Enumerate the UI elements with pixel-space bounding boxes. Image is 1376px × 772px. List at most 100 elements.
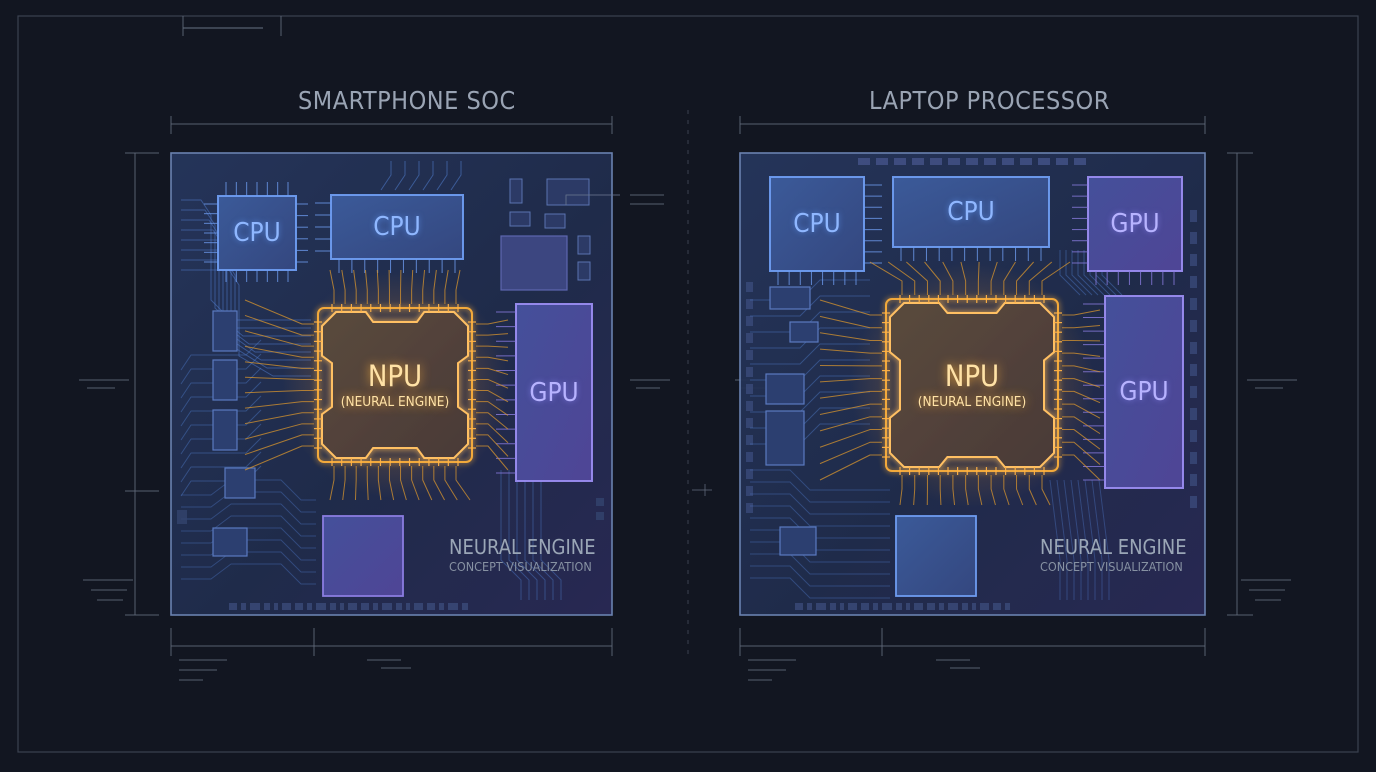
cpu-block-2 <box>893 177 1049 247</box>
edge-pad <box>1190 254 1197 266</box>
npu-die <box>890 303 1054 467</box>
edge-pad <box>914 603 923 610</box>
misc-block <box>225 468 255 498</box>
edge-pad <box>348 603 357 610</box>
edge-pad <box>1190 276 1197 288</box>
edge-pad <box>912 158 924 165</box>
panel-title-laptop: LAPTOP PROCESSOR <box>869 86 1110 115</box>
edge-pad <box>330 603 336 610</box>
edge-pad <box>840 603 844 610</box>
misc-block <box>547 179 589 205</box>
gpu-block-1 <box>1088 177 1182 271</box>
edge-pad <box>427 603 435 610</box>
edge-pad <box>966 158 978 165</box>
edge-pad <box>307 603 312 610</box>
edge-pad <box>406 603 410 610</box>
edge-pad <box>1005 603 1010 610</box>
edge-pad <box>1190 320 1197 332</box>
edge-pad <box>948 158 960 165</box>
edge-pad <box>894 158 906 165</box>
edge-pad <box>896 603 902 610</box>
edge-pad <box>373 603 378 610</box>
edge-pad <box>858 158 870 165</box>
edge-pad <box>1002 158 1014 165</box>
misc-block <box>545 214 565 228</box>
edge-pad <box>1190 364 1197 376</box>
edge-pad <box>316 603 326 610</box>
edge-pad <box>241 603 246 610</box>
smartphone-soc-panel <box>79 116 670 680</box>
edge-pad <box>746 367 753 377</box>
misc-block <box>213 311 237 351</box>
edge-pad <box>746 452 753 462</box>
edge-pad <box>980 603 989 610</box>
edge-pad <box>746 418 753 428</box>
edge-pad <box>746 503 753 513</box>
misc-block <box>213 410 237 450</box>
misc-block <box>510 179 522 203</box>
edge-pad <box>816 603 826 610</box>
edge-pad <box>282 603 291 610</box>
edge-pad <box>1056 158 1068 165</box>
misc-block <box>578 236 590 254</box>
edge-pad <box>1190 298 1197 310</box>
memory-block <box>501 236 567 290</box>
edge-pad <box>361 603 369 610</box>
misc-block <box>213 360 237 400</box>
edge-pad <box>927 603 935 610</box>
edge-pad <box>396 603 402 610</box>
misc-block <box>213 528 247 556</box>
misc-block <box>510 212 530 226</box>
edge-pad <box>229 603 237 610</box>
edge-pad <box>962 603 968 610</box>
edge-pad <box>1190 430 1197 442</box>
edge-pad <box>746 350 753 360</box>
edge-pad <box>882 603 892 610</box>
edge-pad <box>274 603 278 610</box>
edge-pad <box>861 603 869 610</box>
edge-pad <box>848 603 857 610</box>
edge-pad <box>1190 474 1197 486</box>
cpu-block-1 <box>770 177 864 271</box>
edge-pad <box>439 603 444 610</box>
edge-pad <box>596 512 604 520</box>
edge-pad <box>873 603 878 610</box>
edge-pad <box>948 603 958 610</box>
edge-pad <box>340 603 344 610</box>
edge-pad <box>1038 158 1050 165</box>
panel-title-smartphone: SMARTPHONE SOC <box>298 86 516 115</box>
laptop-processor-panel <box>735 116 1297 680</box>
cpu-block-1 <box>218 196 296 270</box>
edge-pad <box>746 401 753 411</box>
edge-pad <box>939 603 944 610</box>
edge-pad <box>984 158 996 165</box>
gpu-block <box>516 304 592 481</box>
edge-pad <box>972 603 976 610</box>
edge-pad <box>1190 342 1197 354</box>
misc-block <box>790 322 818 342</box>
edge-pad <box>1190 496 1197 508</box>
misc-block <box>578 262 590 280</box>
edge-pad <box>1190 452 1197 464</box>
edge-pad <box>830 603 836 610</box>
edge-pad <box>382 603 392 610</box>
edge-pad <box>250 603 260 610</box>
edge-pad <box>746 316 753 326</box>
edge-pad <box>462 603 468 610</box>
edge-pad <box>1190 408 1197 420</box>
misc-block <box>770 287 810 309</box>
edge-pad <box>414 603 423 610</box>
edge-pad <box>295 603 303 610</box>
cpu-block-2 <box>331 195 463 259</box>
edge-pad <box>795 603 803 610</box>
gpu-block-2 <box>1105 296 1183 488</box>
edge-pad <box>807 603 812 610</box>
misc-block <box>766 411 804 465</box>
misc-block <box>780 527 816 555</box>
edge-pad <box>906 603 910 610</box>
edge-pad <box>1190 210 1197 222</box>
edge-pad <box>264 603 270 610</box>
edge-pad <box>177 510 187 524</box>
